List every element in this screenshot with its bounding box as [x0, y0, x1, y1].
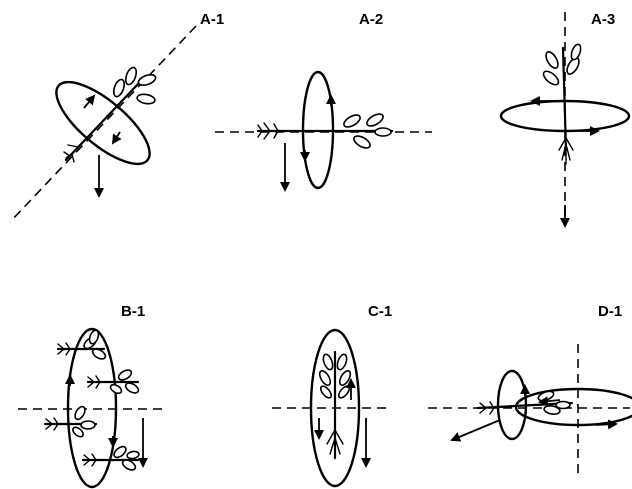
panel-a1: A-1	[9, 11, 224, 223]
panel-label-a2: A-2	[359, 11, 383, 28]
plant	[86, 369, 140, 395]
plant	[63, 66, 157, 163]
panel-label-a1: A-1	[200, 11, 224, 28]
rotation-arrow	[111, 131, 122, 145]
rotation-arrow	[538, 396, 561, 407]
panel-label-a3: A-3	[591, 11, 615, 28]
rotation-ring	[514, 387, 632, 427]
plant	[542, 43, 582, 165]
panel-a2: A-2	[215, 11, 432, 192]
rotation-arrow	[595, 419, 618, 430]
rotation-ring	[66, 327, 118, 489]
panel-label-b1: B-1	[121, 303, 145, 320]
plant	[256, 113, 394, 149]
plant	[43, 405, 98, 438]
rotation-axis	[9, 25, 197, 223]
panel-d1: D-1	[428, 303, 632, 478]
gravity-arrow	[450, 419, 501, 442]
plant	[56, 329, 107, 360]
rotation-arrow	[83, 94, 96, 109]
plant	[318, 350, 352, 460]
panel-label-c1: C-1	[368, 303, 392, 320]
rotation-ring	[309, 328, 361, 488]
panel-a3: A-3	[499, 11, 631, 228]
plant	[81, 445, 140, 471]
panel-b1: B-1	[18, 303, 165, 489]
panel-c1: C-1	[272, 303, 392, 488]
panel-label-d1: D-1	[598, 303, 622, 320]
